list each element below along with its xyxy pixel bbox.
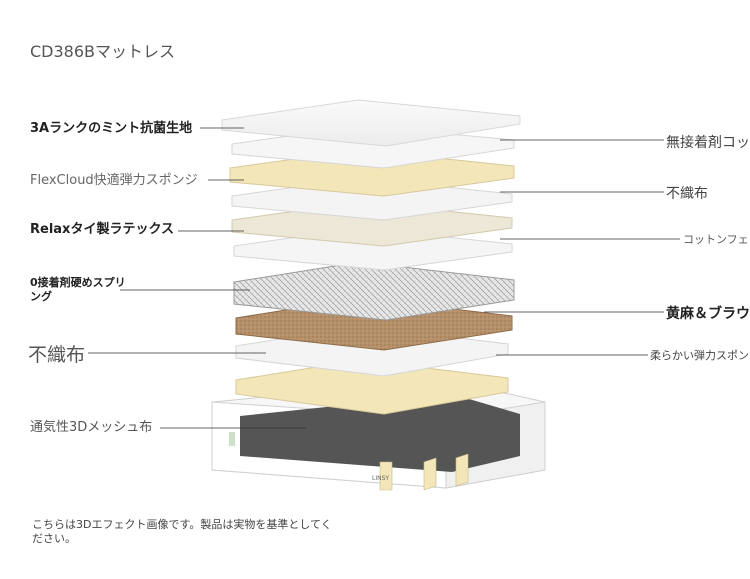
label-nonwoven-right: 不織布: [666, 186, 708, 202]
label-jute-brown: 黄麻＆ブラウ: [666, 306, 750, 322]
disclaimer-note: こちらは3Dエフェクト画像です。製品は実物を基準としてください。: [32, 518, 332, 545]
label-flexcloud-foam: FlexCloud快適弾力スポンジ: [30, 173, 198, 188]
label-mint-fabric: 3Aランクのミント抗菌生地: [30, 121, 193, 136]
label-mesh: 通気性3Dメッシュ布: [30, 420, 153, 435]
label-latex: Relaxタイ製ラテックス: [30, 222, 175, 237]
label-nonwoven: 不織布: [28, 344, 86, 366]
label-glue-free-cotton: 無接着剤コッ: [666, 135, 750, 151]
page-title: CD386Bマットレス: [30, 42, 176, 61]
leader-lines: [88, 127, 680, 429]
label-soft-foam: 柔らかい弾力スポン: [650, 349, 749, 362]
label-spring: 0接着剤硬めスプリング: [30, 276, 126, 304]
layer-top-fabric: [221, 99, 521, 147]
brand-mark: LINSY: [372, 475, 389, 482]
corner-label-icon: [229, 432, 235, 446]
base-frame: LINSY: [211, 379, 546, 491]
label-cotton-felt: コットンフェ: [683, 233, 749, 246]
mesh-fabric-swatch: [240, 394, 520, 472]
